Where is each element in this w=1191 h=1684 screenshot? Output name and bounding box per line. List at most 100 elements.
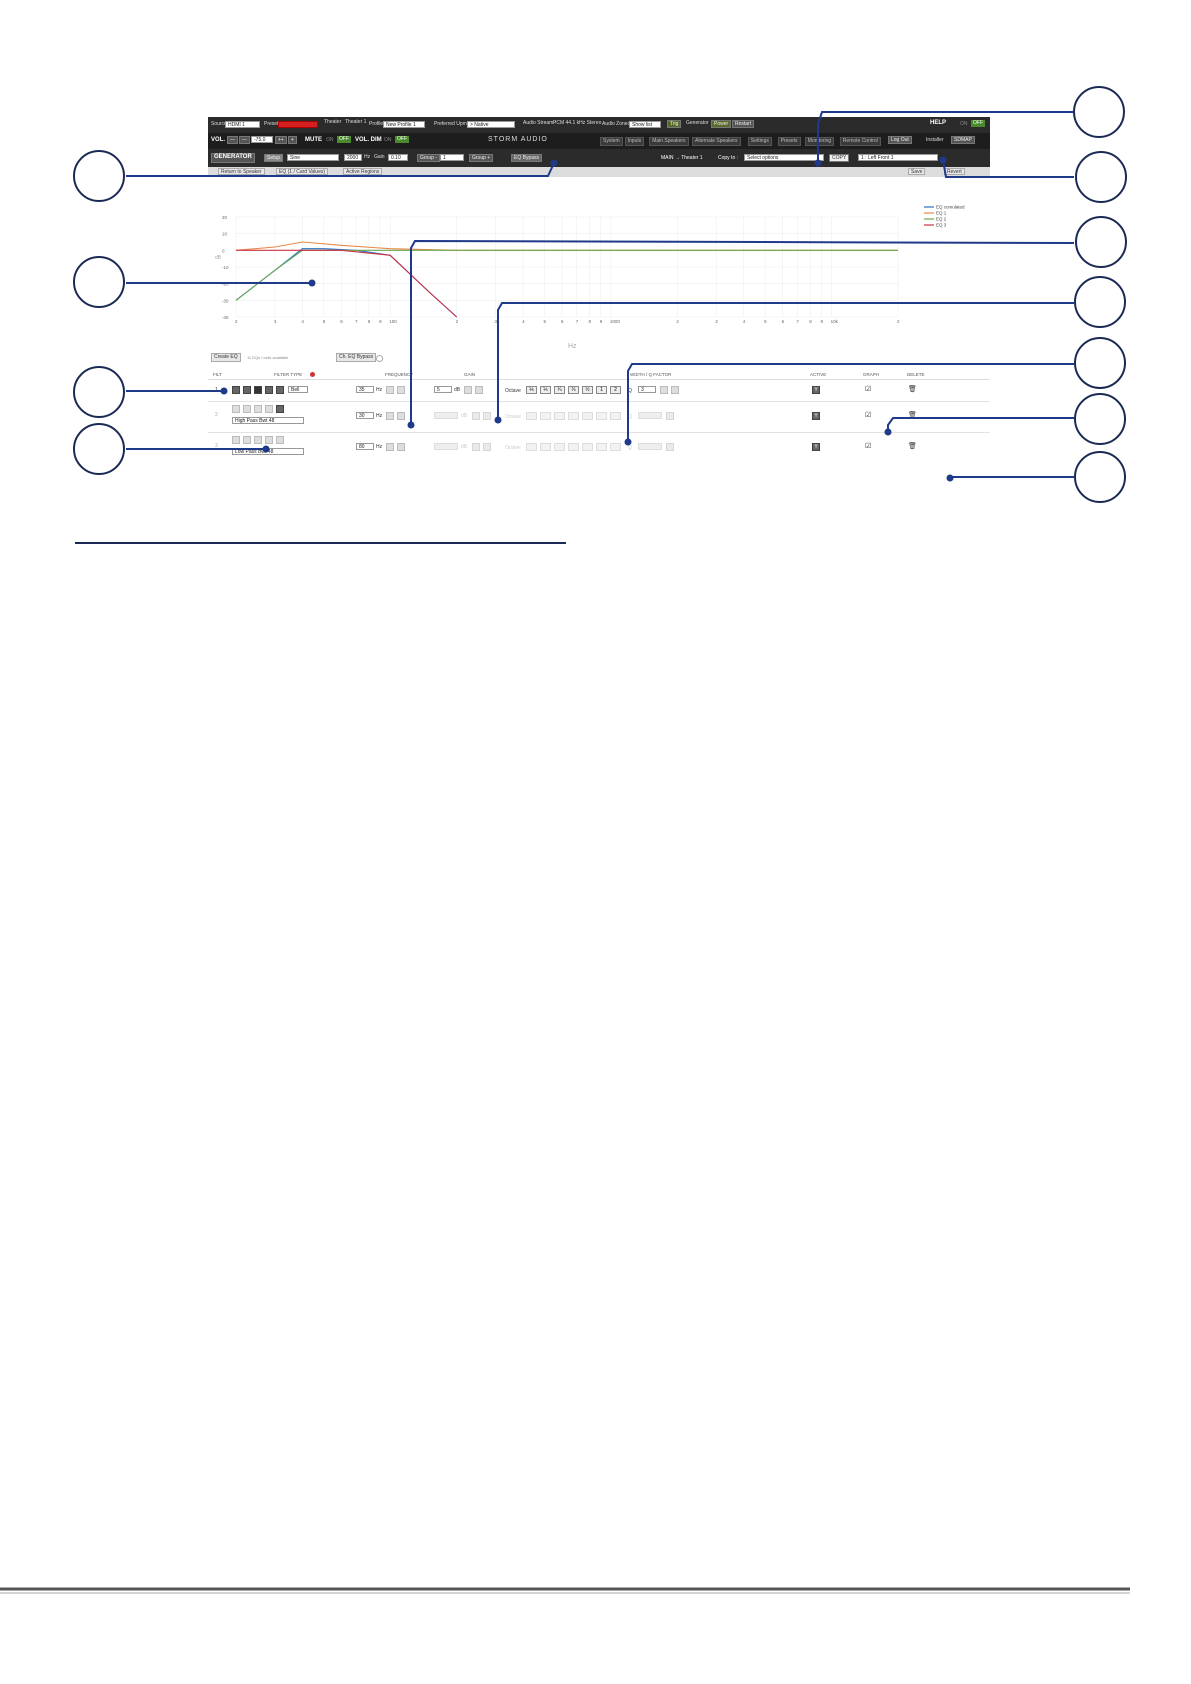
tab-system[interactable]: System (600, 137, 623, 146)
lowshelf-filter-icon[interactable] (232, 386, 240, 394)
generator-label[interactable]: Generator (686, 120, 709, 126)
channel-select[interactable]: 1 : Left Front 1 (858, 154, 938, 161)
voldim-off[interactable]: OFF (395, 136, 409, 143)
power-button[interactable]: Power (711, 120, 732, 128)
freq-down-button[interactable] (386, 412, 394, 420)
save-button[interactable]: Save (908, 168, 926, 175)
copy-to-select[interactable]: Select options (744, 154, 824, 161)
trig-button[interactable]: Trig (667, 120, 682, 128)
freq-up-button[interactable] (397, 443, 405, 451)
active-regions-button[interactable]: Active Regions (343, 168, 383, 175)
group-input[interactable]: 1 (440, 154, 464, 161)
installer-label[interactable]: Installer (926, 137, 944, 143)
lowpass-filter-icon[interactable] (276, 386, 284, 394)
freq-up-button[interactable] (397, 386, 405, 394)
help-on[interactable]: ON (960, 121, 968, 127)
gain-input[interactable]: 0.10 (388, 154, 408, 161)
delete-icon[interactable]: 🗑 (908, 412, 917, 419)
generator-button[interactable]: GENERATOR (211, 153, 255, 163)
graph-checkbox[interactable]: ☑ (865, 386, 872, 393)
freq-down-button[interactable] (386, 386, 394, 394)
preset-select[interactable] (278, 121, 318, 128)
highshelf-filter-icon[interactable] (243, 436, 251, 444)
highshelf-filter-icon[interactable] (243, 386, 251, 394)
graph-checkbox[interactable]: ☑ (865, 412, 872, 419)
active-toggle[interactable]: Y (812, 443, 820, 451)
delete-icon[interactable]: 🗑 (908, 386, 917, 393)
vol-plus2-button[interactable]: + (288, 136, 297, 144)
octave-fraction-button[interactable]: ⅙ (526, 386, 537, 394)
bell-filter-icon[interactable] (254, 405, 262, 413)
gain-down-button[interactable] (464, 386, 472, 394)
tab-inputs[interactable]: Inputs (624, 137, 645, 146)
active-toggle[interactable]: Y (812, 386, 820, 394)
sdmap-button[interactable]: SDMAP (951, 136, 975, 144)
freq-down-button[interactable] (386, 443, 394, 451)
lowshelf-filter-icon[interactable] (232, 436, 240, 444)
copy-button[interactable]: COPY (829, 154, 850, 162)
frequency-input[interactable]: 80 (356, 443, 374, 450)
active-toggle[interactable]: Y (812, 412, 820, 420)
eq-card-values-button[interactable]: EQ (1 / Card Values) (276, 168, 329, 175)
vol-minus-button[interactable]: — (227, 136, 238, 144)
octave-fraction-button[interactable]: ⅕ (540, 386, 551, 394)
create-eq-button[interactable]: Create EQ (211, 353, 241, 362)
info-icon[interactable] (376, 355, 383, 362)
theater-value[interactable]: Theater 1 (345, 119, 367, 125)
tab-presets[interactable]: Presets (777, 137, 801, 146)
group-plus-button[interactable]: Group + (469, 154, 494, 162)
graph-checkbox[interactable]: ☑ (865, 443, 872, 450)
octave-fraction-button[interactable]: ½ (582, 386, 593, 394)
q-input[interactable]: 3 (638, 386, 656, 393)
voldim-on[interactable]: ON (384, 137, 392, 143)
delete-icon[interactable]: 🗑 (908, 443, 917, 450)
highpass-filter-icon[interactable] (265, 436, 273, 444)
octave-fraction-button[interactable]: ⅓ (568, 386, 579, 394)
vol-plus-button[interactable]: ++ (275, 136, 287, 144)
help-off[interactable]: OFF (971, 120, 985, 127)
source-select[interactable]: HDMI 1 (225, 121, 260, 128)
tab-monitoring[interactable]: Monitoring (804, 137, 835, 146)
octave-fraction-button[interactable]: 1 (596, 386, 607, 394)
filter-type-select[interactable]: Bell (288, 386, 308, 393)
gain-input-row[interactable]: 5 (434, 386, 452, 393)
lowpass-filter-icon[interactable] (276, 436, 284, 444)
help-label[interactable]: HELP (930, 120, 947, 126)
highpass-filter-icon[interactable] (265, 405, 273, 413)
eq-bypass-button[interactable]: EQ Bypass (511, 154, 543, 162)
tab-alternate-speakers[interactable]: Alternate Speakers (692, 137, 741, 146)
hz-input[interactable]: 2000 (344, 154, 362, 161)
octave-fraction-button[interactable]: ¼ (554, 386, 565, 394)
q-up-button[interactable] (671, 386, 679, 394)
lowpass-filter-icon[interactable] (276, 405, 284, 413)
gain-up-button[interactable] (475, 386, 483, 394)
octave-fraction-button[interactable]: 2 (610, 386, 621, 394)
frequency-input[interactable]: 30 (356, 412, 374, 419)
profile-input[interactable]: New Profile 1 (383, 121, 425, 128)
q-down-button[interactable] (660, 386, 668, 394)
bell-filter-icon[interactable] (254, 386, 262, 394)
tab-settings[interactable]: Settings (747, 137, 772, 146)
bell-filter-icon[interactable] (254, 436, 262, 444)
highshelf-filter-icon[interactable] (243, 405, 251, 413)
logout-button[interactable]: Log Out (888, 136, 912, 144)
ch-eq-bypass-button[interactable]: Ch. EQ Bypass (336, 353, 377, 362)
frequency-input[interactable]: 35 (356, 386, 374, 393)
filter-type-select[interactable]: High Pass Bwt 48 (232, 417, 304, 424)
audio-zones-select[interactable]: Show list (629, 121, 661, 128)
help-icon[interactable] (310, 372, 315, 377)
vol-minus2-button[interactable]: — (239, 136, 250, 144)
tab-main-speakers[interactable]: Main Speakers (649, 137, 689, 146)
mute-on[interactable]: ON (326, 137, 334, 143)
lowshelf-filter-icon[interactable] (232, 405, 240, 413)
sine-select[interactable]: Sine (287, 154, 339, 161)
setup-button[interactable]: Setup (264, 154, 284, 162)
group-minus-button[interactable]: Group - (417, 154, 440, 162)
vol-value[interactable]: -75.0 (251, 136, 273, 143)
mute-off[interactable]: OFF (337, 136, 351, 143)
preferred-upmix-select[interactable]: > Native (467, 121, 515, 128)
freq-up-button[interactable] (397, 412, 405, 420)
return-to-speaker-button[interactable]: Return to Speaker (218, 168, 265, 175)
restart-button[interactable]: Restart (732, 120, 755, 128)
tab-remote-control[interactable]: Remote Control (839, 137, 881, 146)
